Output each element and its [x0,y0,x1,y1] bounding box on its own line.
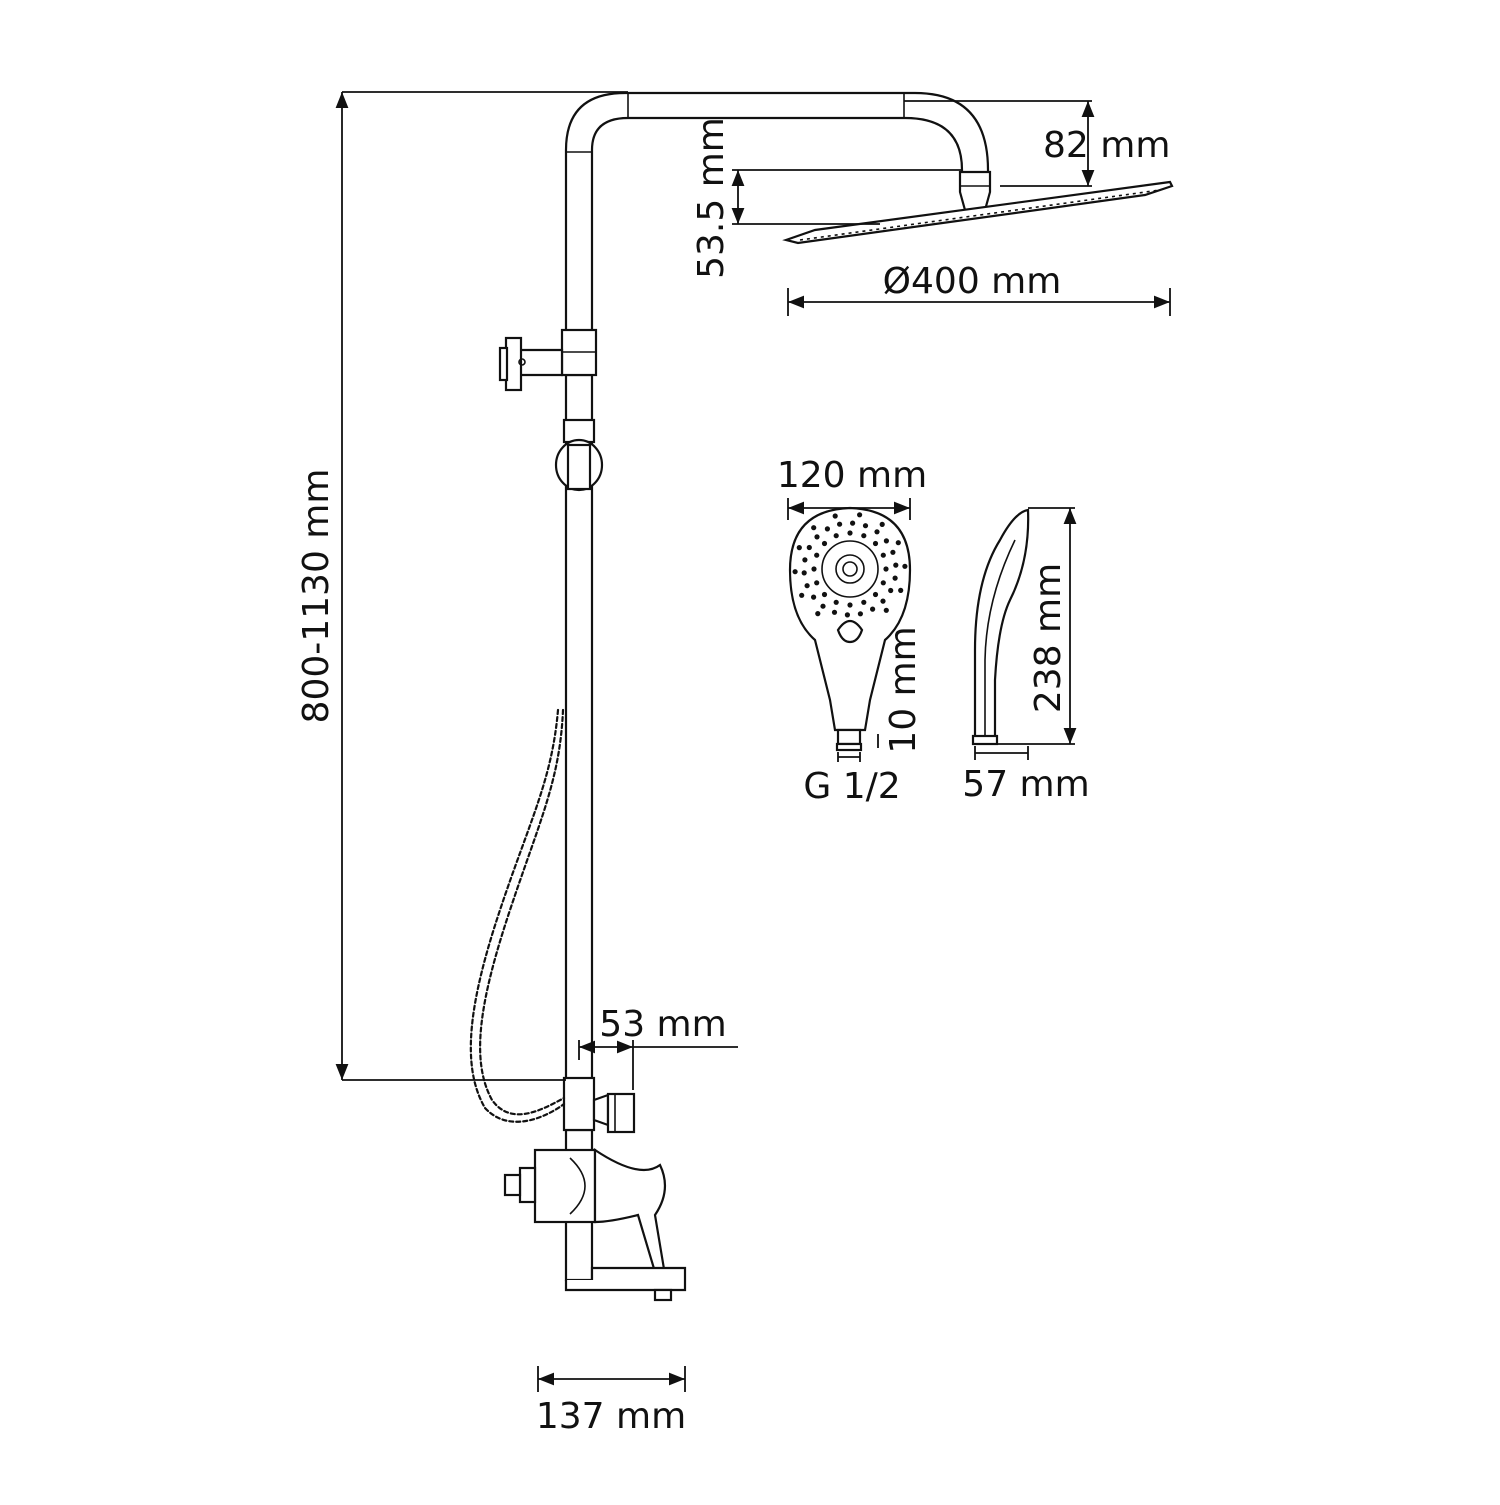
label-hand-shower-length: 238 mm [1028,563,1069,713]
spray-nozzle [814,534,820,540]
spray-nozzle [880,580,886,586]
spray-nozzle [890,549,896,555]
spray-nozzle [792,569,798,575]
spray-nozzle [801,570,807,576]
spray-nozzle [837,521,843,527]
head-connector [958,170,992,212]
shower-hose [479,708,566,1116]
bath-spout [564,1266,687,1292]
riser-upper-pipe [564,91,990,332]
label-hand-shower-depth: 57 mm [962,764,1089,805]
label-spout-length: 137 mm [536,1396,686,1437]
spray-nozzle [872,540,879,547]
spray-nozzle [874,529,880,535]
wall-bracket [518,348,564,377]
spray-face [821,540,879,598]
label-connector-length: 10 mm [883,626,924,753]
spray-nozzle [857,611,864,617]
label-hand-shower-width: 120 mm [777,455,927,496]
spray-nozzle [811,594,817,600]
rain-shower-head [782,180,1174,245]
spray-nozzle [861,533,867,539]
spray-nozzle [883,538,890,544]
label-head-thickness: 53.5 mm [691,117,732,279]
label-arm-drop: 82 mm [1043,125,1170,166]
hand-shower-side-outline [973,508,1030,740]
label-outlet-offset: 53 mm [599,1004,726,1045]
shower-column [469,91,1174,1302]
spray-nozzle [833,533,839,539]
spray-nozzle [802,557,808,563]
mixer-lever [593,1147,667,1277]
dimension-lines [335,91,1171,1392]
spray-nozzle [857,512,863,518]
holder-collar [562,418,596,444]
slide-bar [564,373,594,1082]
mixer-body [533,1148,597,1224]
spray-nozzle [811,525,817,531]
spray-nozzle [806,544,812,551]
spray-nozzle [893,562,899,568]
spray-nozzle [883,607,889,613]
hand-shower-front [788,506,912,752]
dimension-labels: 800-1130 mm 82 mm 53.5 mm Ø400 mm 120 mm… [296,117,1170,1437]
spray-nozzle [847,602,853,608]
spray-nozzle [804,583,810,589]
spray-nozzle [902,563,908,569]
spray-nozzle [892,575,898,581]
spray-nozzle [870,606,876,612]
spray-nozzle [811,566,817,572]
spray-nozzle [850,520,856,526]
spray-nozzle [861,599,867,605]
diverter-block [562,1076,596,1132]
spray-nozzle [880,552,886,558]
spray-nozzle [796,545,802,551]
wall-flange [504,336,523,392]
spray-nozzle [814,580,820,586]
hand-shower-side [971,508,1030,746]
label-thread: G 1/2 [803,766,900,807]
spray-nozzles [792,512,908,618]
mode-button [836,619,864,644]
spray-nozzle [832,513,838,519]
spray-nozzle [862,523,869,529]
spray-nozzle [847,530,853,536]
spray-nozzle [883,566,889,572]
spray-nozzle [844,612,851,618]
spray-nozzle [820,603,826,609]
spray-nozzle [799,592,805,598]
spray-nozzle [814,552,820,558]
label-height-range: 800-1130 mm [296,469,337,724]
spray-nozzle [821,591,828,598]
spray-nozzle [895,540,901,546]
spray-nozzle [880,598,886,604]
label-head-diameter: Ø400 mm [883,261,1062,302]
spray-nozzle [872,591,879,598]
hose-outlet [592,1093,610,1127]
spray-nozzle [833,599,839,605]
spray-nozzle [815,611,821,617]
spray-nozzle [824,526,831,532]
spray-nozzle [888,587,894,594]
wall-connector [518,1166,537,1204]
spray-nozzle [831,609,838,615]
thread-connector [836,728,862,746]
spray-nozzle [821,540,828,547]
spray-nozzle [898,587,904,594]
spray-nozzle [879,521,885,528]
